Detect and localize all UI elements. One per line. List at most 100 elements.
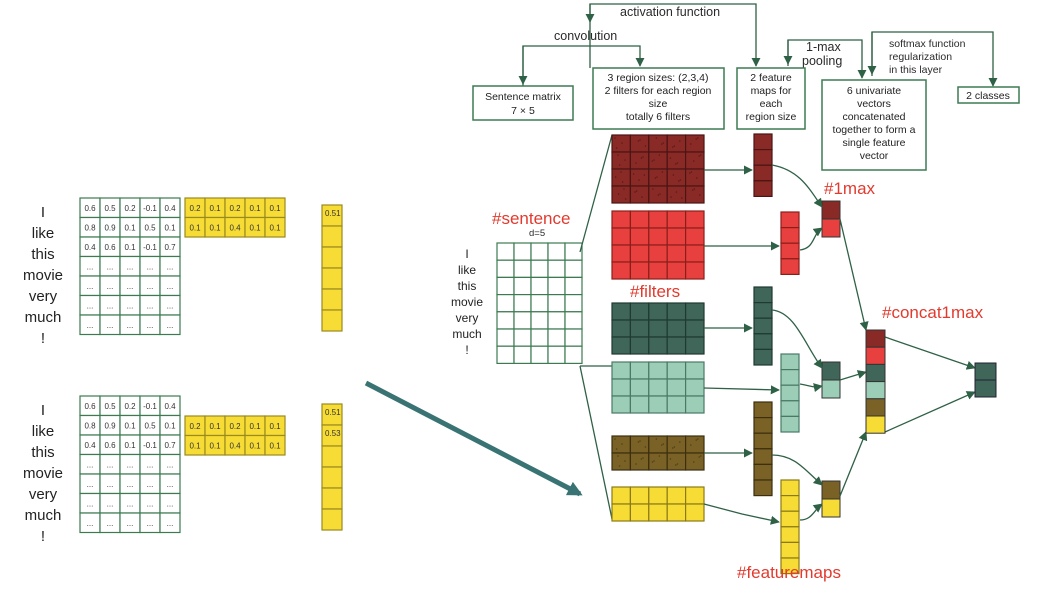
pooled-cell [821,361,841,381]
example-top-feature-map: 0.51 [321,204,343,332]
sentence-matrix-cell [513,294,532,313]
matrix-value: 0.1 [249,422,261,431]
feature-map-2-cell [780,227,800,244]
filter-5-dot [639,440,641,442]
filter-1-dot [696,177,698,179]
matrix-value: ... [167,480,174,489]
output-cell [974,362,997,381]
feature-map-5 [753,401,773,497]
filter-1-dot [700,154,702,156]
filter-5-dot [651,461,654,463]
feature-maps [753,133,800,575]
filter-1-cell [648,151,668,170]
matrix-value: ... [107,282,114,291]
filter-1-dot [618,164,621,166]
filter-5-dot [624,460,626,462]
matrix-value: ... [127,519,134,528]
matrix-value: ... [87,499,94,508]
sentence-word: very [29,288,58,305]
matrix-value: ... [87,480,94,489]
filters [611,134,705,522]
matrix-value: ... [127,499,134,508]
filter-3-cell [648,302,668,321]
filter-4-cell [666,395,687,414]
filter-1-dot [669,157,672,159]
matrix-value: ... [87,519,94,528]
feature-map-2-cell [780,211,800,229]
activation-label: activation function [620,5,720,19]
matrix-value: ... [107,519,114,528]
filter-3-cell [666,319,687,338]
filter-5-dot [676,463,679,465]
filter-1-dot [655,137,658,139]
matrix-cell [159,512,181,534]
filter-1-dot [651,160,654,162]
feature-map-1-cell [753,180,773,198]
sentence-matrix-cell [496,259,515,279]
sentence-word: ! [465,343,468,357]
matrix-value: 0.1 [189,223,201,232]
feature-map-cell [321,288,343,311]
sentence-matrix-cell [547,259,566,279]
filter-4-cell [684,361,705,380]
filter-6 [611,486,705,522]
matrix-value: ... [87,262,94,271]
filter-1-dot [635,190,638,192]
flow-connector [839,431,868,497]
pooled-cell [821,218,841,238]
svg-text:totally 6 filters: totally 6 filters [626,111,690,123]
sentence-word: ! [41,528,45,545]
feature-map-cell [321,267,343,290]
matrix-value: -0.1 [143,204,157,213]
feature-map-4-cell [780,415,800,433]
sentence-matrix-cell [547,242,566,261]
feature-map-cell [321,445,343,468]
filter-1-dot [614,176,617,178]
annotation-d: d=5 [529,228,545,239]
matrix-value: ... [107,262,114,271]
filter-1-cell [684,168,705,187]
filter-1-dot [698,155,700,157]
matrix-value: 0.7 [164,441,176,450]
filter-1-dot [637,140,640,142]
matrix-value: ... [87,301,94,310]
filter-2-cell [666,244,687,263]
concat-cell [865,398,886,417]
maxpool-label-2: pooling [802,54,842,68]
matrix-value: 0.2 [229,422,241,431]
filter-1-dot [620,171,622,173]
sentence-matrix-cell [496,276,515,296]
filter-1-dot [690,171,693,173]
feature-map-cell [321,466,343,489]
matrix-cell [264,216,286,238]
flow-connector [703,503,780,525]
filter-1-dot [652,188,654,190]
filter-2-cell [684,244,705,263]
sentence-word: movie [23,267,63,284]
filter-3-cell [684,302,705,321]
sentence-matrix-cell [547,276,566,296]
flow-connector [799,503,823,521]
filter-5-dot [672,447,674,449]
box-feature-maps: 2 feature maps for each region size [736,67,806,130]
sentence-word: very [456,311,479,325]
filter-1-dot [662,142,665,144]
matrix-value: -0.1 [143,441,157,450]
matrix-value: 0.1 [269,223,281,232]
flow-connector [839,370,867,381]
matrix-value: ... [147,301,154,310]
matrix-value: ... [147,282,154,291]
softmax-label-3: in this layer [889,64,943,76]
matrix-value: ... [127,321,134,330]
matrix-value: 0.1 [209,204,221,213]
filter-5-texture [614,438,702,467]
matrix-value: ... [167,282,174,291]
sentence-matrix-cell [530,259,549,279]
svg-text:concatenated: concatenated [842,111,905,123]
filter-4-cell [648,361,668,380]
filter-5-dot [653,460,655,462]
filter-3-cell [684,336,705,355]
